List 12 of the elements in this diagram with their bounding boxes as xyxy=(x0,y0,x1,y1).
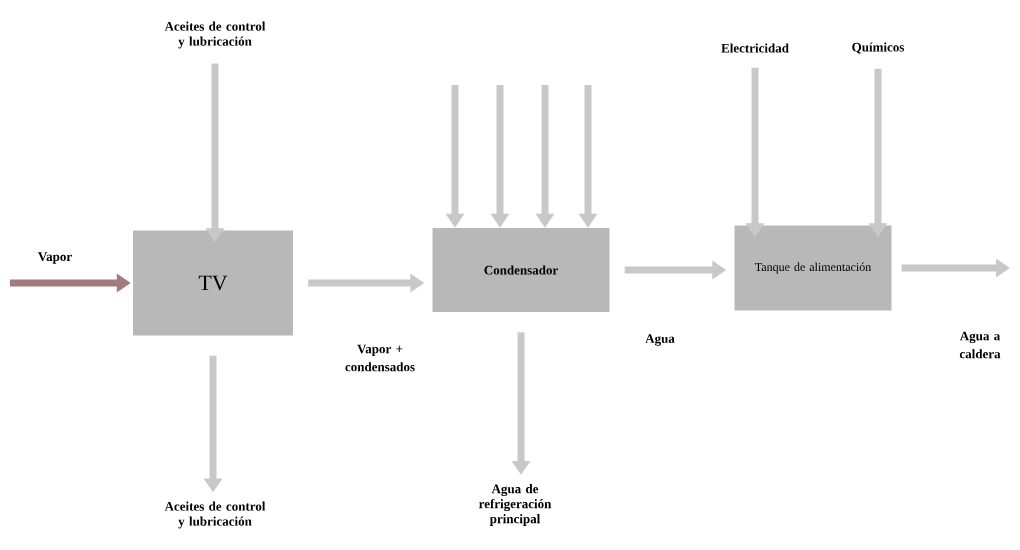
flow-label: Aceites de control y lubricación xyxy=(164,501,266,529)
flow-label: Electricidad xyxy=(721,43,789,53)
process-box: Tanque de alimentación xyxy=(734,225,892,311)
process-box: TV xyxy=(133,230,293,336)
edge-label: Vapor xyxy=(38,252,72,264)
edge-label: Vapor + condensados xyxy=(345,344,415,372)
flow-label: Químicos xyxy=(852,42,905,54)
flow-label: Agua de refrigeración principal xyxy=(479,484,552,526)
flow-label: Aceites de control y lubricación xyxy=(164,21,266,49)
process-box: Condensador xyxy=(432,228,610,312)
edge-label: Agua xyxy=(645,334,675,346)
edge-label: Agua a caldera xyxy=(959,331,1001,359)
